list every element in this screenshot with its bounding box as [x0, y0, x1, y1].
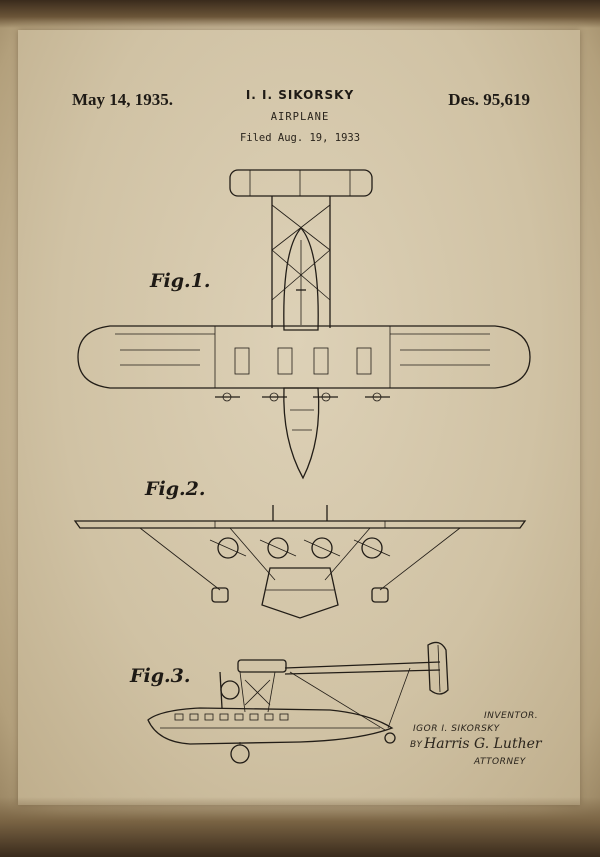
inventor-header: I. I. SIKORSKY — [245, 88, 355, 102]
by-label: BY — [410, 740, 423, 750]
torn-bottom-edge — [0, 797, 600, 857]
attorney-label: ATTORNEY — [474, 757, 526, 767]
torn-top-edge — [0, 0, 600, 28]
filed-date: Filed Aug. 19, 1933 — [239, 132, 361, 144]
figure-2-front-view — [73, 505, 527, 619]
attorney-signature: Harris G. Luther — [424, 736, 542, 752]
figure-3-label: Fig.3. — [130, 665, 191, 687]
inventor-label: INVENTOR. — [484, 711, 539, 721]
patent-number: Des. 95,619 — [448, 90, 530, 109]
patent-title: AIRPLANE — [270, 111, 330, 123]
figure-1-label: Fig.1. — [150, 270, 211, 292]
figure-3-side-view — [147, 641, 449, 764]
patent-date: May 14, 1935. — [72, 90, 174, 109]
figure-2-label: Fig.2. — [145, 478, 206, 500]
paper-inner — [18, 30, 580, 805]
figure-1-top-view — [77, 169, 531, 480]
inventor-name: IGOR I. SIKORSKY — [413, 724, 500, 734]
